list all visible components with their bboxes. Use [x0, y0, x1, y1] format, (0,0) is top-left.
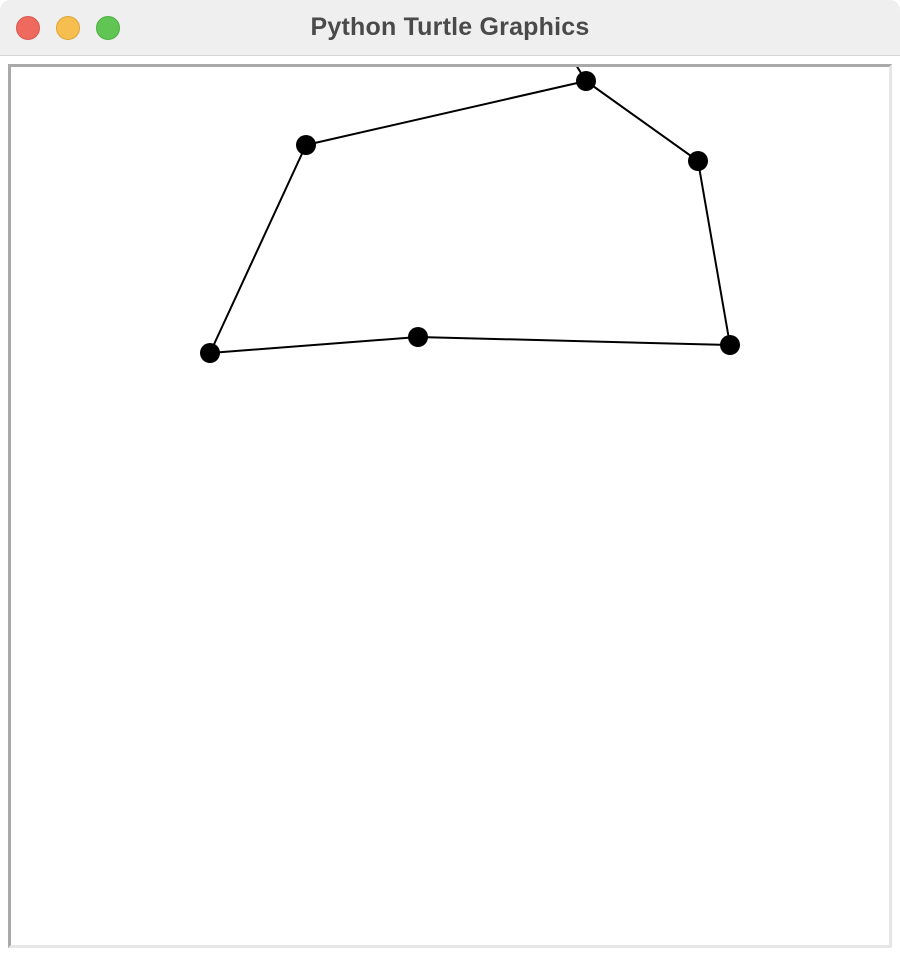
path-segment [209, 336, 419, 354]
path-segment [576, 67, 587, 82]
close-button[interactable] [16, 16, 40, 40]
dots-layer [200, 71, 740, 363]
path-segment [585, 80, 699, 162]
path-segment [209, 144, 307, 354]
star-dot [688, 151, 708, 171]
star-dot [200, 343, 220, 363]
zoom-button[interactable] [96, 16, 120, 40]
lines-layer [209, 67, 731, 354]
path-segment [697, 160, 731, 346]
turtle-canvas[interactable] [11, 67, 889, 945]
title-bar[interactable]: Python Turtle Graphics [0, 0, 900, 56]
path-segment [305, 80, 587, 146]
star-dot [408, 327, 428, 347]
star-dot [296, 135, 316, 155]
star-dot [576, 71, 596, 91]
star-dot [720, 335, 740, 355]
minimize-button[interactable] [56, 16, 80, 40]
canvas-frame [8, 64, 892, 948]
path-segment [417, 336, 731, 346]
window-title: Python Turtle Graphics [310, 13, 590, 41]
